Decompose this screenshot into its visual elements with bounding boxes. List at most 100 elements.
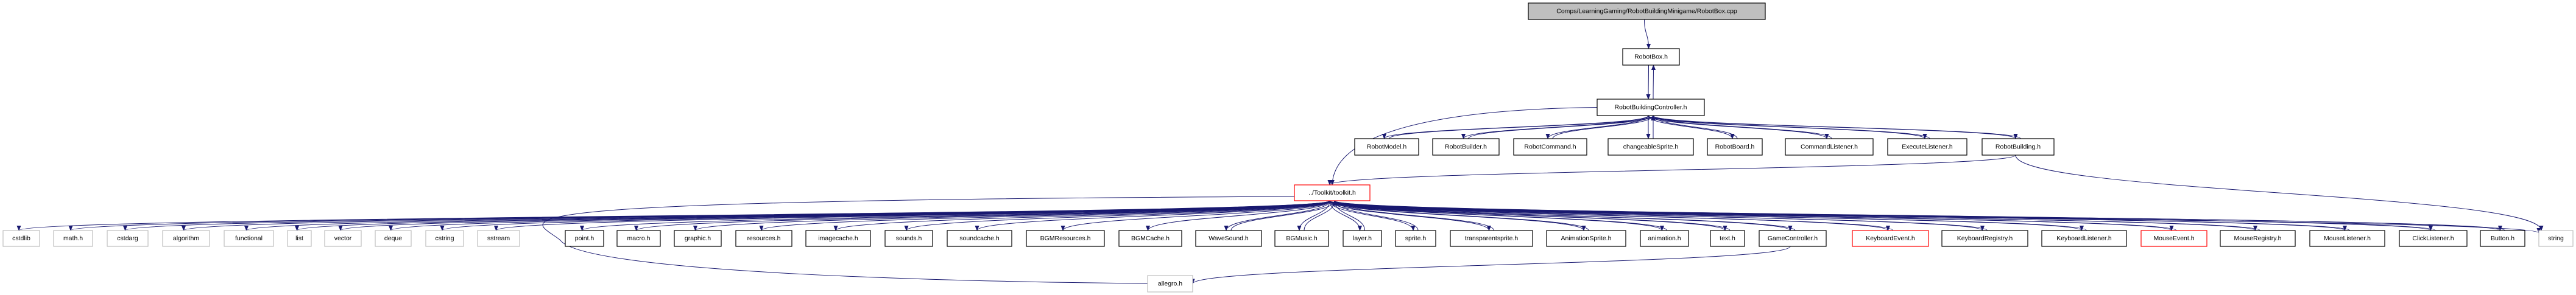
node-box (53, 230, 93, 247)
node-box (2041, 230, 2127, 247)
node-allegro: allegro.h (1147, 275, 1193, 293)
edge-toolkit-to-deque (389, 200, 1330, 231)
node-box (477, 230, 520, 247)
node-rbc[interactable]: RobotBuildingController.h (1597, 99, 1705, 116)
node-button[interactable]: Button.h (2480, 230, 2525, 247)
node-sounds[interactable]: sounds.h (884, 230, 933, 247)
node-changeablesprite[interactable]: changeableSprite.h (1607, 138, 1694, 156)
edge-wavesound-to-toolkit (1230, 200, 1337, 231)
node-imagecache[interactable]: imagecache.h (805, 230, 871, 247)
node-box (2220, 230, 2296, 247)
edge-toolkit-to-sounds (904, 200, 1330, 231)
node-label: point.h (575, 235, 595, 242)
node-label: sprite.h (1405, 235, 1427, 242)
node-mouseregistry[interactable]: MouseRegistry.h (2220, 230, 2296, 247)
node-point[interactable]: point.h (565, 230, 604, 247)
node-box (947, 230, 1012, 247)
node-box (1941, 230, 2028, 247)
node-robotbox[interactable]: RobotBox.h (1622, 48, 1680, 66)
node-gamecontroller[interactable]: GameController.h (1759, 230, 1827, 247)
node-sprite[interactable]: sprite.h (1395, 230, 1436, 247)
node-toolkit[interactable]: ../Toolkit/toolkit.h (1294, 184, 1371, 201)
edge-sprite-to-toolkit (1332, 200, 1419, 231)
node-wavesound[interactable]: WaveSound.h (1195, 230, 1262, 247)
node-mouseevent[interactable]: MouseEvent.h (2140, 230, 2207, 247)
edge-rbc-to-robotbuilder (1461, 115, 1649, 139)
node-robotbuilding[interactable]: RobotBuilding.h (1981, 138, 2055, 156)
node-label: functional (235, 235, 263, 242)
node-box (1274, 230, 1329, 247)
edge-toolkit-to-bgmresources (1060, 200, 1330, 231)
node-graphic[interactable]: graphic.h (674, 230, 722, 247)
node-label: BGMCache.h (1131, 235, 1170, 242)
node-label: cstdlib (12, 235, 30, 242)
node-label: RobotModel.h (1367, 144, 1407, 151)
edge-commandlistener-to-rbc (1651, 115, 1832, 139)
edge-toolkit-to-string (1329, 200, 2541, 234)
node-resources[interactable]: resources.h (735, 230, 792, 247)
node-functional: functional (224, 230, 274, 247)
node-box (674, 230, 722, 247)
node-box (287, 230, 312, 247)
edge-robotbox-to-rbc (1646, 64, 1651, 100)
node-box (1597, 99, 1705, 116)
node-label: MouseEvent.h (2153, 235, 2194, 242)
edge-toolkit-to-wavesound (1224, 200, 1330, 231)
node-bgmresources[interactable]: BGMResources.h (1026, 230, 1105, 247)
edge-toolkit-to-allegro (542, 196, 1295, 286)
node-cstdarg: cstdarg (107, 230, 149, 247)
node-macro[interactable]: macro.h (616, 230, 661, 247)
node-box (1546, 230, 1626, 247)
node-label: changeableSprite.h (1623, 144, 1679, 151)
node-robotcommand[interactable]: RobotCommand.h (1513, 138, 1587, 156)
node-label: RobotBuilding.h (1996, 144, 2041, 151)
node-box (805, 230, 871, 247)
node-box (1450, 230, 1533, 247)
node-vector: vector (324, 230, 362, 247)
edge-rbc-to-toolkit (1330, 107, 1598, 186)
node-bgmusic[interactable]: BGMusic.h (1274, 230, 1329, 247)
node-box (1759, 230, 1827, 247)
edge-mouseregistry-to-toolkit (1332, 200, 2260, 231)
node-label: algorithm (173, 235, 199, 242)
node-commandlistener[interactable]: CommandListener.h (1785, 138, 1874, 156)
node-label: list (295, 235, 303, 242)
node-deque: deque (375, 230, 412, 247)
node-transparentsprite[interactable]: transparentsprite.h (1450, 230, 1533, 247)
edge-rbc-to-robotcommand (1545, 115, 1649, 139)
node-robotbuilder[interactable]: RobotBuilder.h (1432, 138, 1500, 156)
node-label: Comps/LearningGaming/RobotBuildingMiniga… (1556, 8, 1737, 15)
node-label: allegro.h (1158, 280, 1182, 288)
node-label: CommandListener.h (1801, 144, 1858, 151)
node-text[interactable]: text.h (1710, 230, 1745, 247)
node-list: list (287, 230, 312, 247)
node-label: BGMResources.h (1040, 235, 1091, 242)
node-label: soundcache.h (959, 235, 1000, 242)
node-box (375, 230, 412, 247)
node-animation[interactable]: animation.h (1640, 230, 1689, 247)
node-box (1026, 230, 1105, 247)
node-keyboardevent[interactable]: KeyboardEvent.h (1852, 230, 1929, 247)
node-algorithm: algorithm (162, 230, 210, 247)
node-label: string (2548, 235, 2564, 242)
node-label: layer.h (1353, 235, 1372, 242)
node-executelistener[interactable]: ExecuteListener.h (1887, 138, 1967, 156)
node-keyboardregistry[interactable]: KeyboardRegistry.h (1941, 230, 2028, 247)
node-keyboardlistener[interactable]: KeyboardListener.h (2041, 230, 2127, 247)
node-clicklistener[interactable]: ClickListener.h (2399, 230, 2468, 247)
edge-gamecontroller-to-toolkit (1332, 200, 1796, 231)
node-bgmcache[interactable]: BGMCache.h (1118, 230, 1182, 247)
node-robotmodel[interactable]: RobotModel.h (1354, 138, 1419, 156)
node-soundcache[interactable]: soundcache.h (947, 230, 1012, 247)
node-robotboard[interactable]: RobotBoard.h (1707, 138, 1763, 156)
node-animationsprite[interactable]: AnimationSprite.h (1546, 230, 1626, 247)
node-label: ClickListener.h (2412, 235, 2454, 242)
node-label: cstring (436, 235, 454, 242)
node-box (1981, 138, 2055, 156)
node-layer[interactable]: layer.h (1343, 230, 1382, 247)
node-mouselistener[interactable]: MouseListener.h (2309, 230, 2385, 247)
node-box (1528, 2, 1766, 20)
node-box (1354, 138, 1419, 156)
